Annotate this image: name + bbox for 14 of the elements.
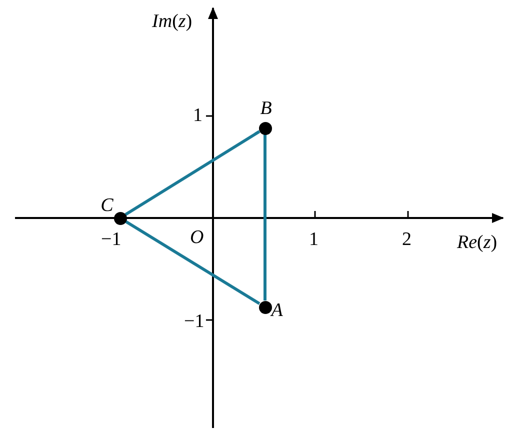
axis-label: Re(z)	[457, 233, 498, 253]
tick-label: 1	[193, 106, 202, 126]
triangle-side	[264, 134, 266, 300]
origin-label: O	[190, 228, 204, 248]
point-label: C	[100, 196, 114, 216]
point-label: A	[270, 301, 284, 321]
tick-label: 2	[402, 230, 412, 250]
triangle-side	[124, 130, 260, 216]
tick-label: 1	[309, 230, 318, 250]
axis-label: Im(z)	[152, 12, 192, 32]
triangle-side	[124, 220, 260, 305]
tick-label: −1	[101, 230, 122, 250]
tick-label: −1	[184, 312, 204, 332]
point-label: B	[259, 99, 273, 119]
